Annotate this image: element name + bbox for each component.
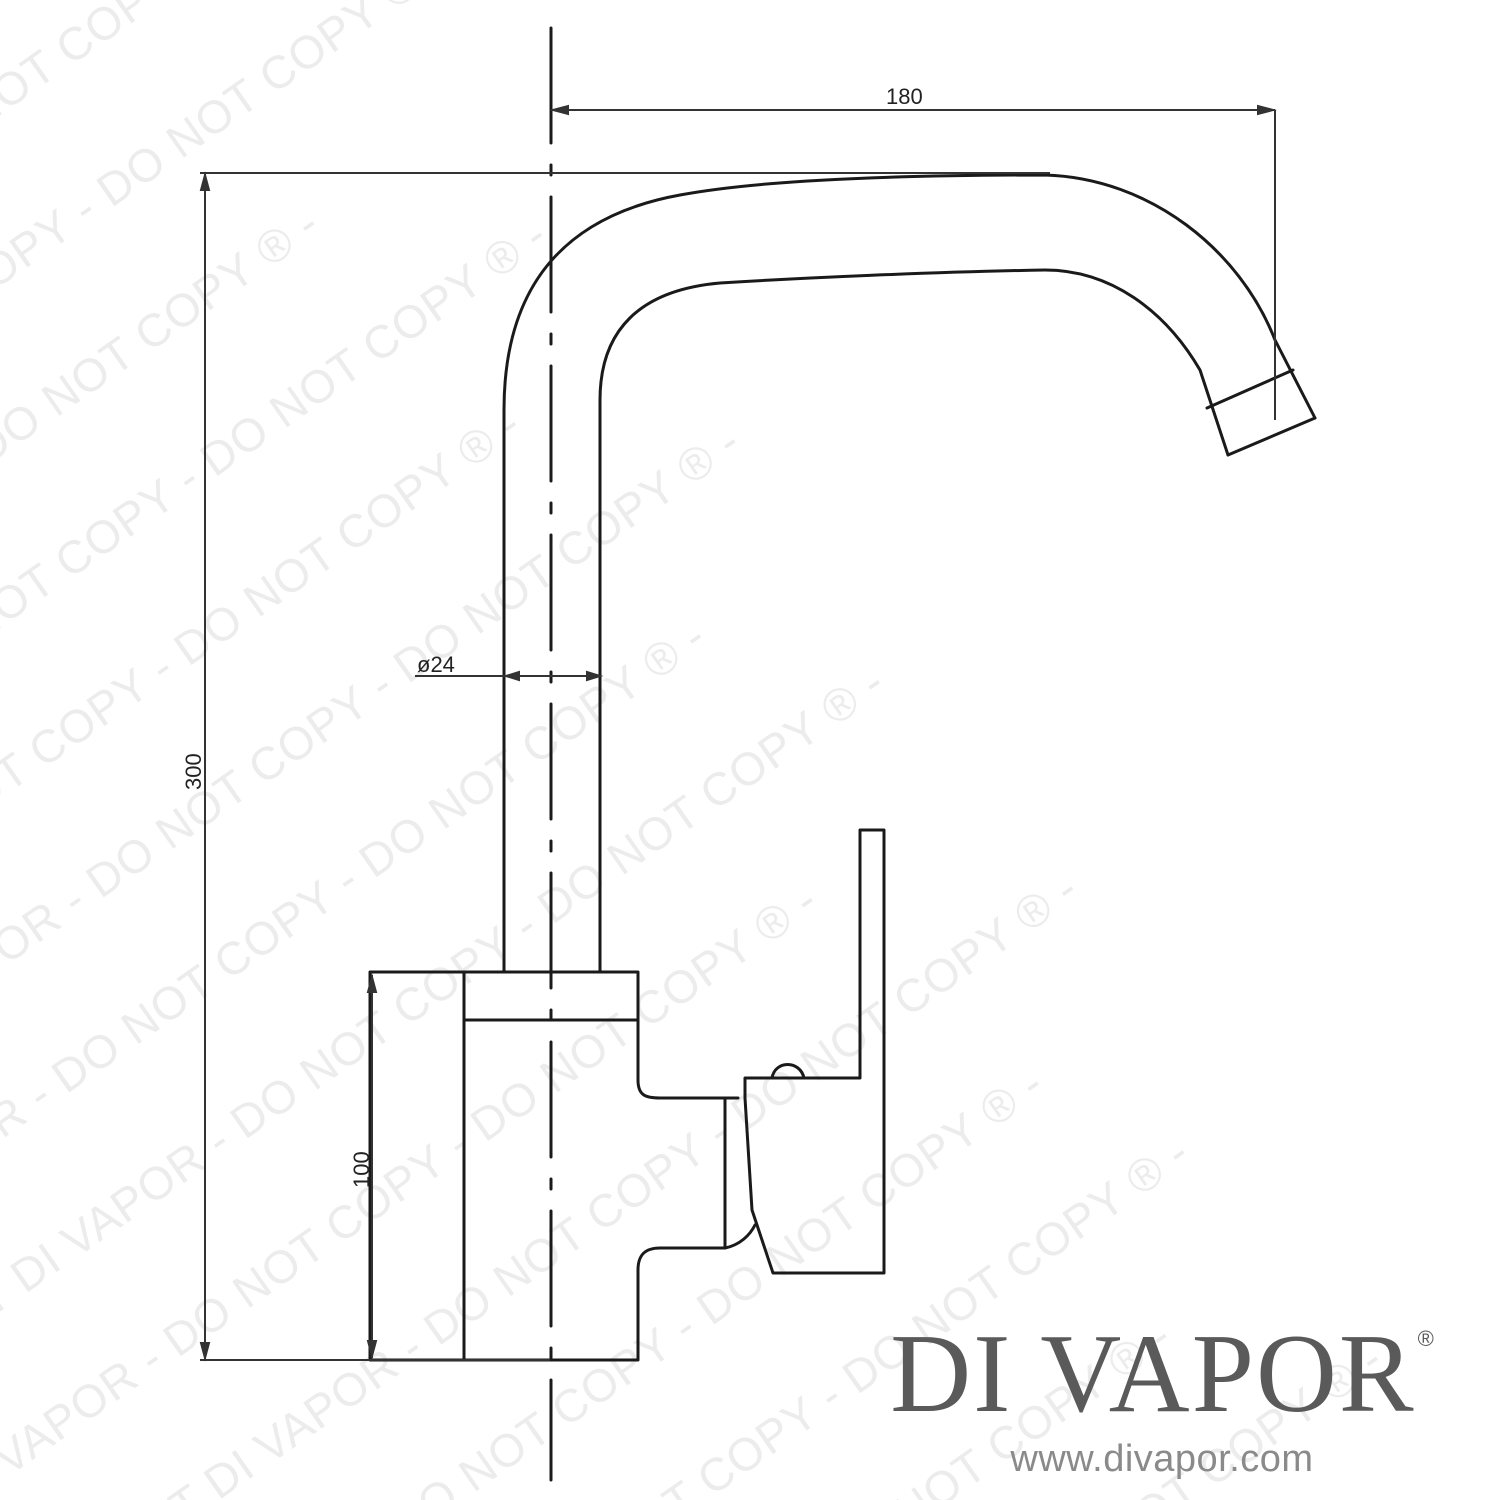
brand-block: DI VAPOR® www.divapor.com	[842, 1318, 1482, 1481]
brand-url: www.divapor.com	[1010, 1438, 1314, 1480]
spout-aerator	[1205, 368, 1317, 457]
spout-inner-edge	[598, 268, 1230, 974]
dim-180-label: 180	[886, 84, 923, 109]
dim-100-label: 100	[349, 1151, 374, 1188]
arrow-left-icon	[549, 104, 569, 116]
arrow-down-icon	[366, 1340, 378, 1360]
arrow-up-icon	[199, 171, 211, 191]
lever-handle	[743, 828, 886, 1275]
lever-cartridge-bump	[770, 1063, 806, 1080]
registered-mark-icon: ®	[1417, 1326, 1434, 1351]
arrow-down-icon	[199, 1342, 211, 1362]
arrow-up-icon	[366, 973, 378, 993]
dim-300-label: 300	[181, 753, 206, 790]
spout-outer-edge	[502, 173, 1317, 974]
arrow-right-icon	[586, 670, 604, 682]
dim-diameter-label: ø24	[417, 652, 455, 677]
brand-name: DI VAPOR	[890, 1312, 1416, 1436]
arrow-left-icon	[502, 670, 520, 682]
lever-joint-curve	[723, 1223, 757, 1250]
brand-logo: DI VAPOR®	[842, 1318, 1482, 1430]
arrow-right-icon	[1257, 104, 1277, 116]
